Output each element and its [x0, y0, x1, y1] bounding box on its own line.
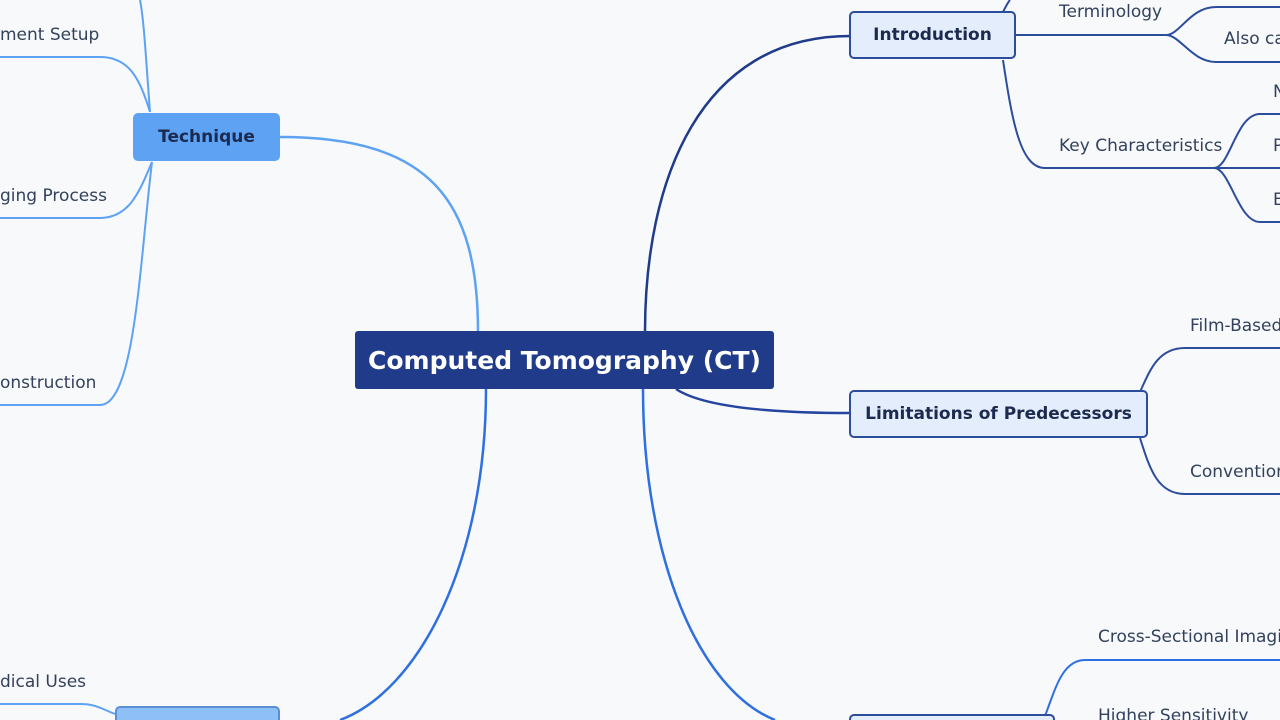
leaf-kc-p[interactable]: P — [1273, 136, 1280, 156]
edge-advantages-crosssectional — [1044, 659, 1280, 717]
leaf-dical-uses[interactable]: dical Uses — [0, 672, 87, 692]
edge-root-technique — [279, 135, 480, 333]
leaf-ment-setup[interactable]: ment Setup — [0, 25, 100, 45]
limitations-label: Limitations of Predecessors — [865, 404, 1132, 424]
leaf-terminology[interactable]: Terminology — [1059, 2, 1163, 22]
edge-technique-mentsetup — [0, 56, 151, 113]
edge-technique-gingprocess — [0, 161, 153, 219]
node-advantages[interactable] — [849, 714, 1055, 720]
edge-terminology-underline — [1165, 6, 1280, 36]
leaf-onstruction[interactable]: onstruction — [0, 373, 97, 393]
edge-root-advantages — [641, 388, 776, 720]
leaf-higher-sensitivity[interactable]: Higher Sensitivity — [1098, 706, 1249, 720]
edge-limitations-convention — [1139, 437, 1280, 495]
leaf-convention[interactable]: Convention — [1190, 462, 1280, 482]
leaf-key-characteristics[interactable]: Key Characteristics — [1059, 136, 1223, 156]
edge-keychar-e — [1213, 167, 1280, 223]
edge-root-introduction — [643, 34, 851, 333]
technique-label: Technique — [158, 127, 255, 147]
leaf-kc-e[interactable]: E — [1273, 190, 1280, 210]
edge-limitations-filmbased — [1139, 347, 1280, 393]
edge-keychar-n — [1213, 113, 1280, 169]
root-node[interactable]: Computed Tomography (CT) — [355, 331, 774, 389]
leaf-cross-sectional[interactable]: Cross-Sectional Imagin — [1098, 627, 1280, 647]
leaf-ging-process[interactable]: ging Process — [0, 186, 107, 206]
leaf-also-ca[interactable]: Also ca — [1224, 29, 1280, 49]
root-label: Computed Tomography (CT) — [368, 345, 761, 375]
node-limitations[interactable]: Limitations of Predecessors — [849, 390, 1148, 438]
edge-introduction-keychar — [1002, 59, 1214, 169]
edge-terminology-alsoca — [1165, 34, 1280, 63]
edge-root-applications — [339, 388, 488, 720]
node-applications[interactable] — [115, 706, 280, 720]
edge-technique-top — [139, 0, 151, 113]
node-technique[interactable]: Technique — [133, 113, 280, 161]
leaf-kc-n[interactable]: N — [1273, 82, 1280, 102]
node-introduction[interactable]: Introduction — [849, 11, 1016, 59]
leaf-film-based[interactable]: Film-Based — [1190, 316, 1280, 336]
edge-applications-dicaluses — [0, 703, 116, 715]
edge-technique-onstruction — [0, 161, 153, 406]
edge-root-limitations — [675, 387, 851, 415]
introduction-label: Introduction — [873, 25, 992, 45]
edge-introduction-top — [1002, 0, 1011, 13]
